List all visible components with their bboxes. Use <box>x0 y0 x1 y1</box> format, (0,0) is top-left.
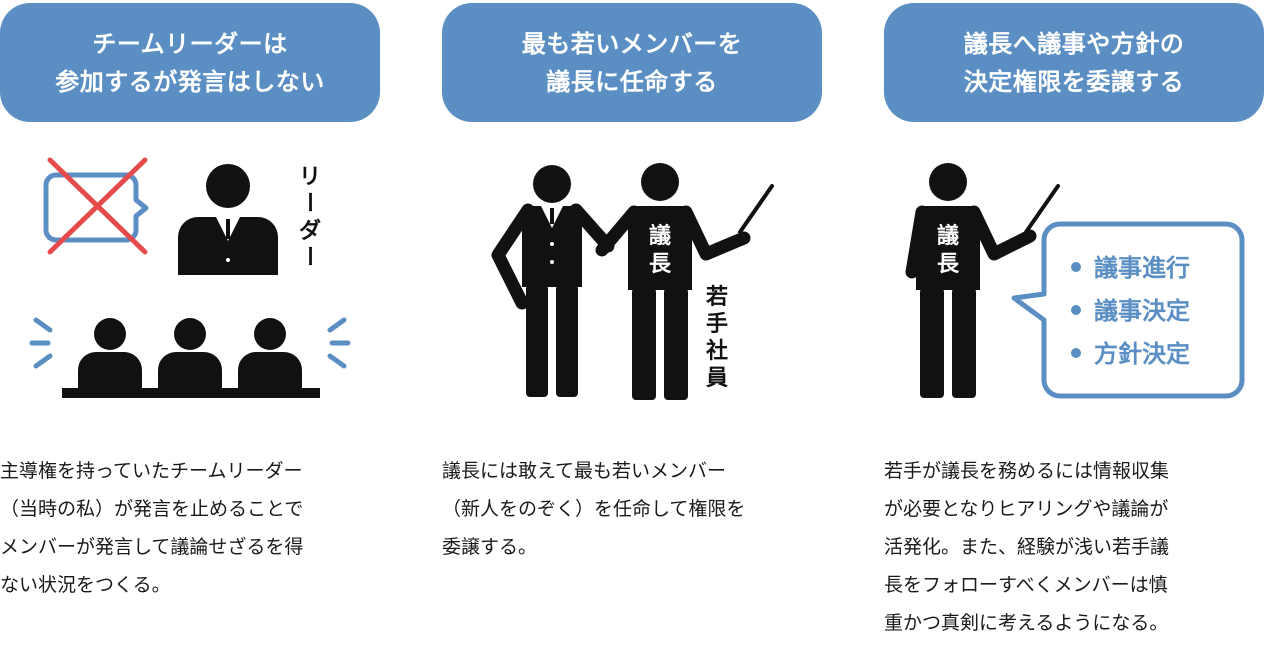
description-line: 活発化。また、経験が浅い若手議 <box>884 536 1170 558</box>
pointer-stick-icon <box>1024 184 1060 234</box>
description-line: 重かつ真剣に考えるようになる。 <box>884 612 1169 634</box>
description-line: が必要となりヒアリングや議論が <box>884 498 1169 520</box>
leader-label-char: ダ <box>299 218 321 244</box>
leader-label-char: リ <box>299 165 321 190</box>
description-line: 議長には敢えて最も若いメンバー <box>442 460 727 482</box>
bubble-item: 方針決定 <box>1094 340 1190 368</box>
chair-figure-icon <box>595 163 751 400</box>
description-leader-silent: 主導権を持っていたチームリーダー （当時の私）が発言を止めることで メンバーが発… <box>0 452 392 604</box>
header-line: 最も若いメンバーを <box>521 29 743 58</box>
young-label-char: 手 <box>706 312 728 337</box>
description-line: （当時の私）が発言を止めることで <box>0 498 304 520</box>
young-label-char: 員 <box>705 366 728 391</box>
speech-bubble-icon <box>43 172 149 243</box>
cross-icon <box>47 157 148 255</box>
header-line: 議長に任命する <box>546 67 718 96</box>
bullet-icon <box>1071 305 1081 315</box>
header-appoint-chair: 最も若いメンバーを 議長に任命する <box>442 3 822 122</box>
header-delegate-authority: 議長へ議事や方針の 決定権限を委譲する <box>884 3 1264 122</box>
illustration-leader-silent: リ ー ダ ー <box>29 157 351 398</box>
description-line: ない状況をつくる。 <box>0 574 171 596</box>
chair-label-char: 長 <box>649 252 672 277</box>
chair-figure-icon <box>905 163 1037 398</box>
suited-man-figure-icon <box>491 165 615 397</box>
pointer-stick-icon <box>738 184 774 234</box>
description-delegate-authority: 若手が議長を務めるには情報収集 が必要となりヒアリングや議論が 活発化。また、経… <box>884 452 1264 642</box>
description-line: 若手が議長を務めるには情報収集 <box>884 460 1170 482</box>
bubble-item: 議事決定 <box>1094 297 1190 325</box>
illustration-delegate-authority: 議 長 議事進行 議事決定 方針決定 <box>905 163 1245 399</box>
description-line: （新人をのぞく）を任命して権限を <box>442 498 746 520</box>
description-line: 長をフォローすべくメンバーは慎 <box>884 574 1168 596</box>
chair-label-char: 長 <box>937 252 960 277</box>
header-line: 参加するが発言はしない <box>55 67 325 96</box>
header-line: チームリーダーは <box>92 29 288 58</box>
chatter-lines-icon <box>29 317 351 369</box>
column-appoint-chair: 最も若いメンバーを 議長に任命する 議 長 若 手 <box>442 0 822 663</box>
members-group-icon <box>62 318 320 398</box>
description-line: 委譲する。 <box>442 536 538 558</box>
description-line: メンバーが発言して議論せざるを得 <box>0 536 304 558</box>
header-leader-silent: チームリーダーは 参加するが発言はしない <box>0 3 380 122</box>
young-label-char: 若 <box>706 284 728 310</box>
leader-label-char: ー <box>296 245 321 267</box>
column-delegate-authority: 議長へ議事や方針の 決定権限を委譲する 議 長 議事進行 議事決定 方針決定 若… <box>884 0 1264 663</box>
column-leader-silent: チームリーダーは 参加するが発言はしない リ ー ダ ー <box>0 0 380 663</box>
illustration-appoint-chair: 議 長 若 手 社 員 <box>491 163 774 400</box>
bubble-item: 議事進行 <box>1094 254 1190 282</box>
header-line: 議長へ議事や方針の <box>963 29 1185 58</box>
chair-label-char: 議 <box>937 223 959 249</box>
chair-label-char: 議 <box>649 223 671 249</box>
bullet-icon <box>1071 262 1081 272</box>
leader-figure-icon <box>178 164 278 275</box>
header-line: 決定権限を委譲する <box>963 67 1185 96</box>
young-label-char: 社 <box>706 338 728 364</box>
bullet-icon <box>1071 348 1081 358</box>
leader-label-char: ー <box>296 191 321 213</box>
description-line: 主導権を持っていたチームリーダー <box>0 460 303 482</box>
description-appoint-chair: 議長には敢えて最も若いメンバー （新人をのぞく）を任命して権限を 委譲する。 <box>442 452 834 566</box>
